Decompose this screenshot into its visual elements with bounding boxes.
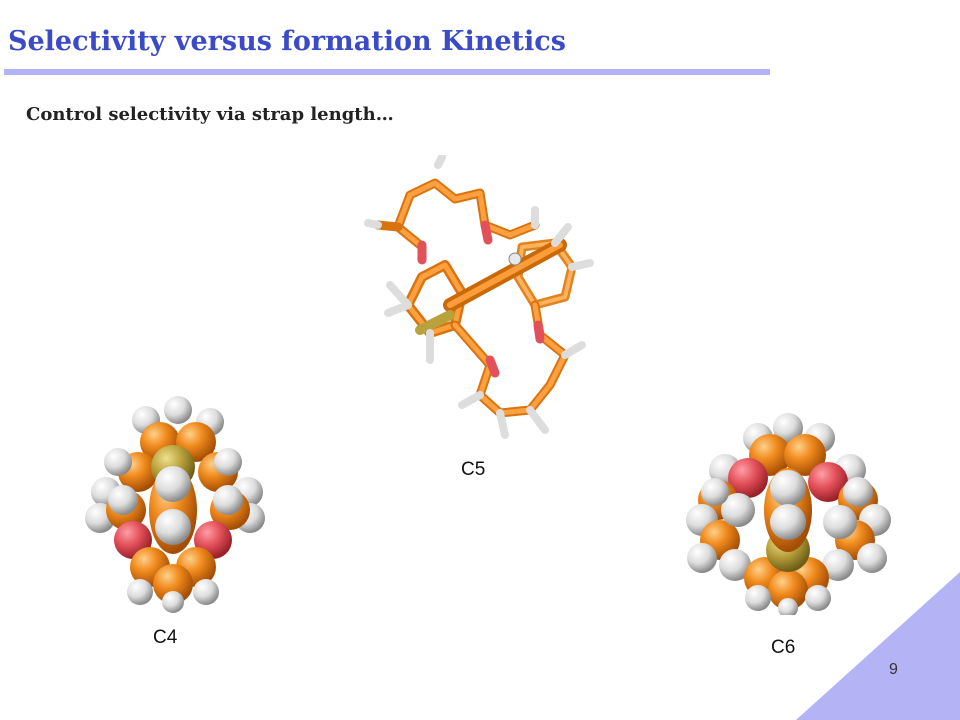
molecule-c5-image xyxy=(350,155,600,445)
molecule-c4-image xyxy=(78,392,268,614)
page-number: 9 xyxy=(889,661,898,678)
title-underline xyxy=(4,69,770,75)
molecule-c6-label: C6 xyxy=(771,637,796,658)
slide-subtitle: Control selectivity via strap length… xyxy=(26,104,394,125)
corner-decoration xyxy=(796,572,960,720)
slide-title: Selectivity versus formation Kinetics xyxy=(8,26,566,57)
molecule-c4-label: C4 xyxy=(153,627,178,648)
molecule-c5-label: C5 xyxy=(461,459,486,480)
molecule-c6-image xyxy=(680,410,895,615)
